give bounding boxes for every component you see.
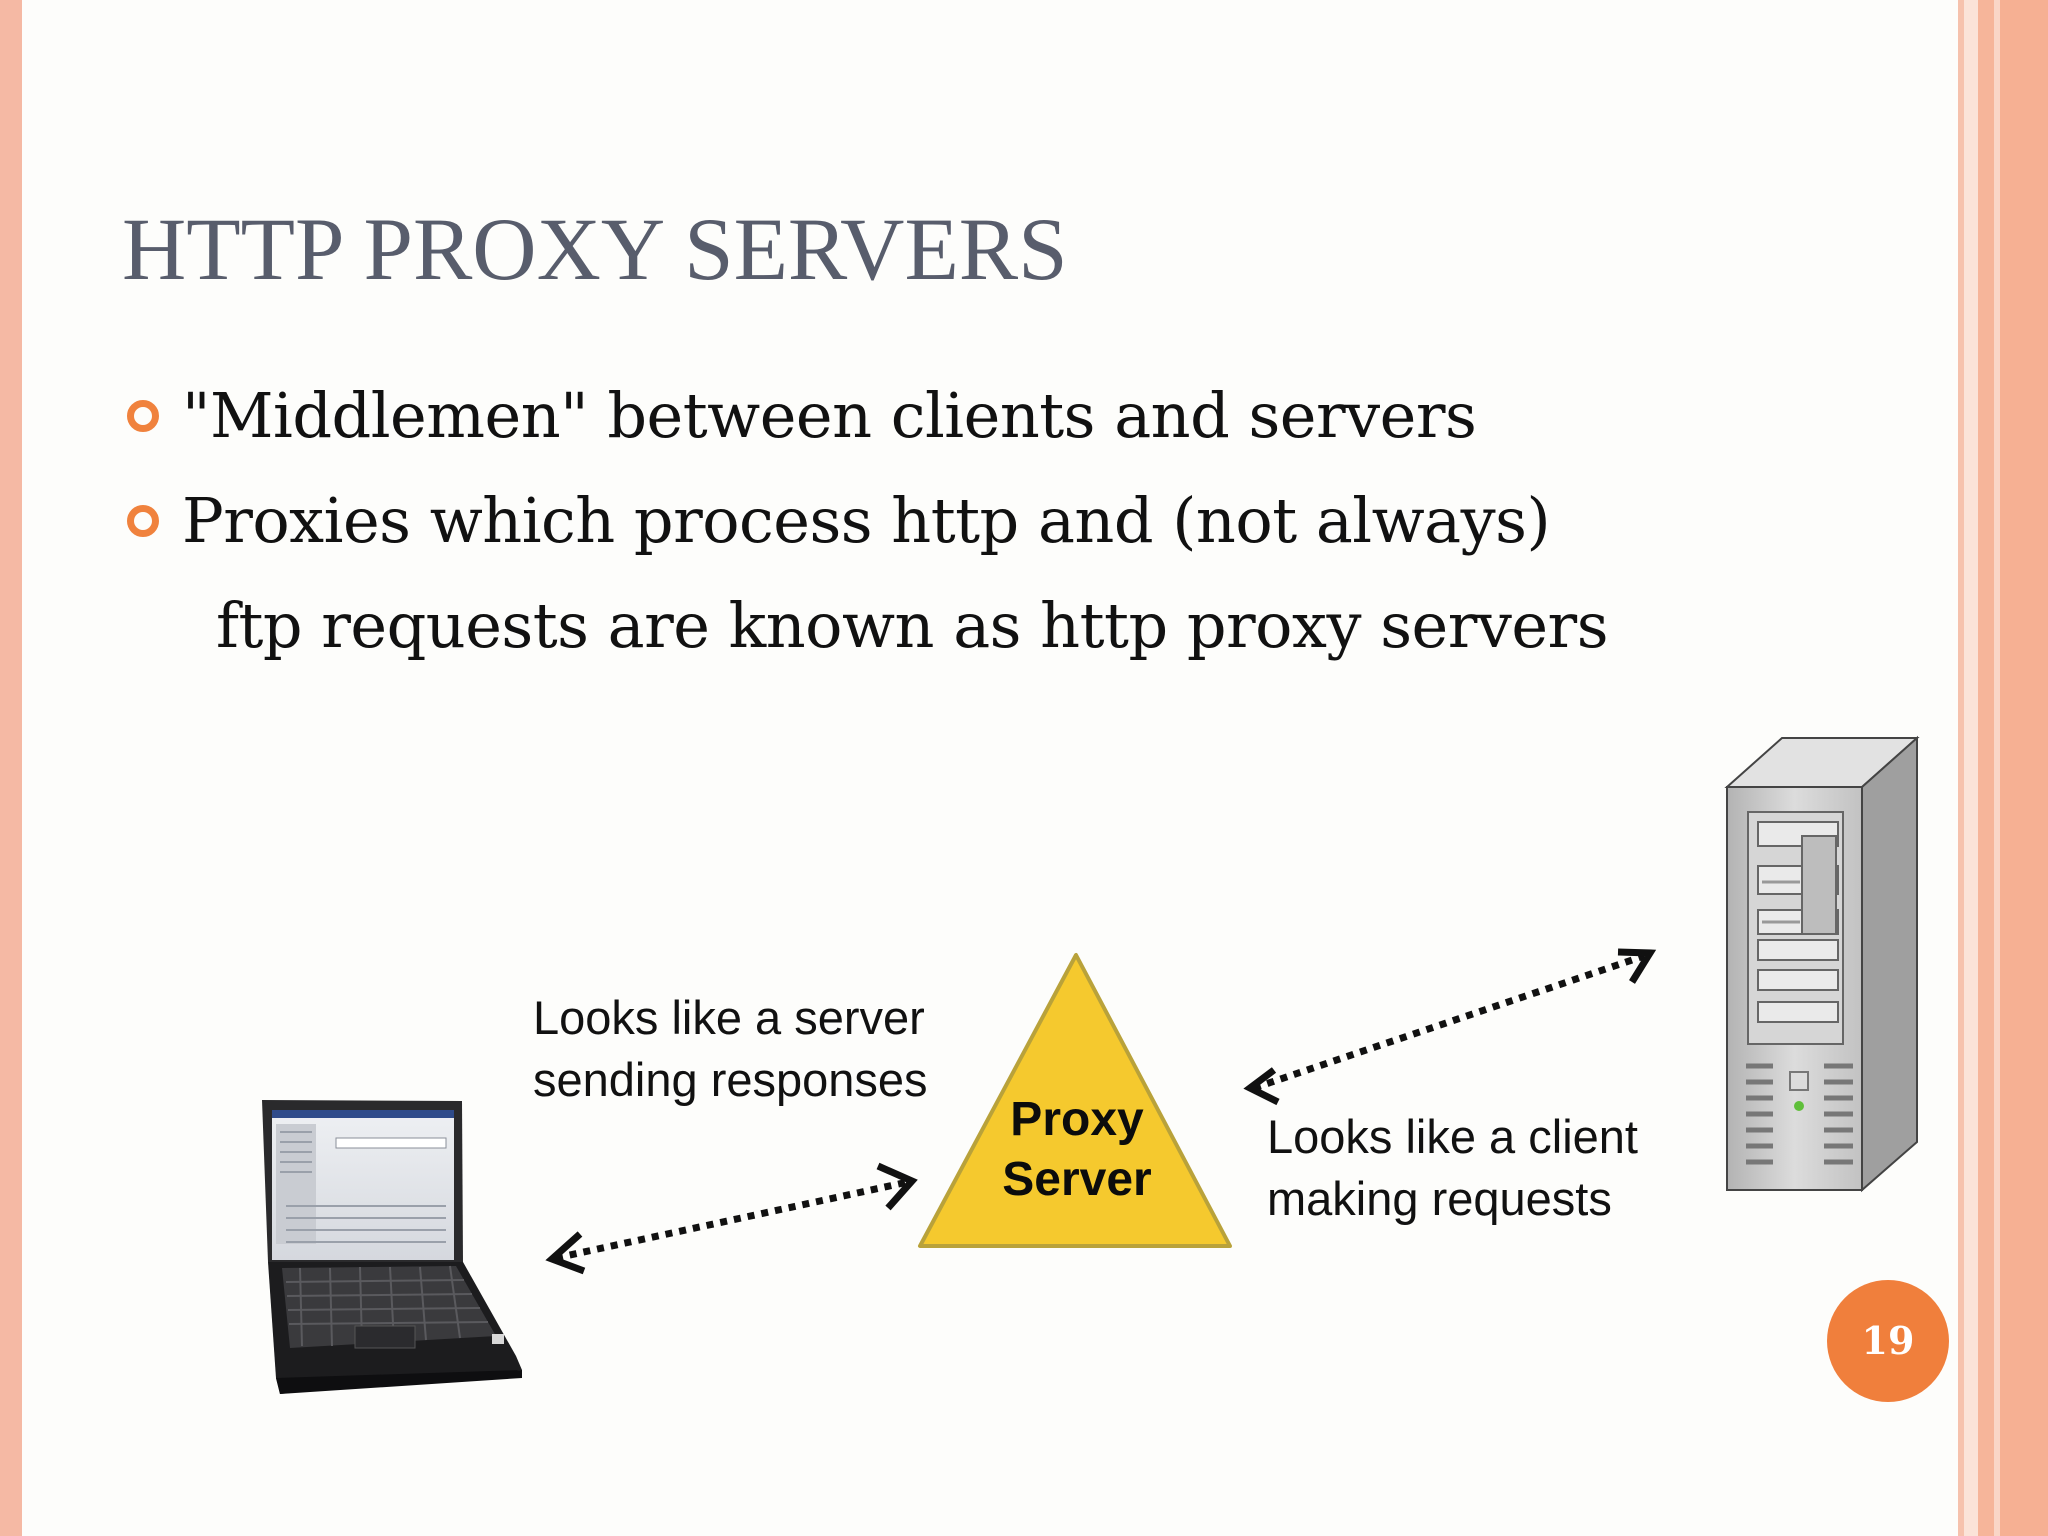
caption-line: Looks like a client [1267, 1110, 1638, 1163]
circle-bullet-icon [127, 400, 159, 432]
slide-number-badge: 19 [1827, 1280, 1949, 1402]
proxy-server-triangle [918, 953, 1232, 1248]
right-border-stripe [1994, 0, 2000, 1536]
client-side-caption: Looks like a server sending responses [533, 987, 928, 1111]
right-border-stripe [1978, 0, 1994, 1536]
caption-line: sending responses [533, 1053, 928, 1106]
proxy-label-line: Proxy [1010, 1093, 1144, 1146]
bullet-text: "Middlemen" between clients and servers [182, 379, 1477, 452]
caption-line: making requests [1267, 1172, 1612, 1225]
left-border-stripe [0, 0, 22, 1536]
bullet-text-continuation: ftp requests are known as http proxy ser… [216, 589, 1609, 662]
laptop-icon [262, 1100, 522, 1394]
proxy-server-label: Proxy Server [982, 1090, 1172, 1210]
slide-title: HTTP PROXY SERVERS [122, 201, 1068, 299]
proxy-label-line: Server [1002, 1153, 1152, 1206]
bullet-text: Proxies which process http and (not alwa… [182, 484, 1551, 557]
arrow-proxy-server [1243, 948, 1657, 1106]
right-border-stripe [1964, 0, 1978, 1536]
server-tower-icon [1724, 735, 1920, 1193]
arrow-client-proxy [545, 1162, 918, 1275]
right-border-stripe [2000, 0, 2048, 1536]
circle-bullet-icon [127, 505, 159, 537]
caption-line: Looks like a server [533, 991, 925, 1044]
right-border-stripe [1958, 0, 1964, 1536]
server-side-caption: Looks like a client making requests [1267, 1106, 1638, 1230]
